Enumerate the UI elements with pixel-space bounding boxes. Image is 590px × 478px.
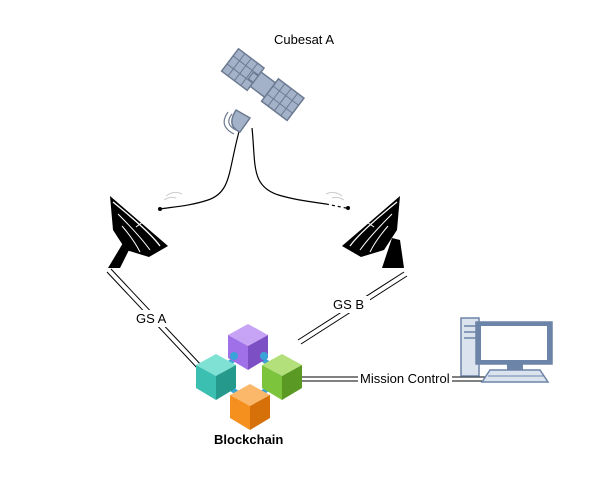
cubesat-label: Cubesat A: [274, 32, 334, 47]
gs-a-label-bg: [134, 310, 174, 327]
block-cube-teal: [196, 354, 236, 400]
mission-control-label: Mission Control: [360, 371, 450, 386]
link-cubesat-gs-a: [159, 127, 241, 210]
ground-station-a-dish-icon: [108, 191, 183, 268]
gs-a-label: GS A: [136, 311, 167, 326]
blockchain-label: Blockchain: [214, 432, 283, 447]
satellite-icon: [220, 47, 306, 135]
mission-control-label-bg: [358, 370, 452, 387]
ground-station-b-dish-icon: [325, 191, 404, 268]
block-cube-orange: [230, 384, 270, 430]
link-cubesat-gs-b-dashed: [325, 203, 347, 209]
link-cubesat-gs-b: [251, 127, 327, 205]
block-cube-green: [262, 354, 302, 400]
block-cube-purple: [228, 324, 268, 370]
computer-icon: [460, 317, 553, 383]
gs-b-label-bg: [330, 296, 370, 313]
blockchain-icon: [196, 324, 302, 430]
gs-b-label: GS B: [333, 297, 364, 312]
